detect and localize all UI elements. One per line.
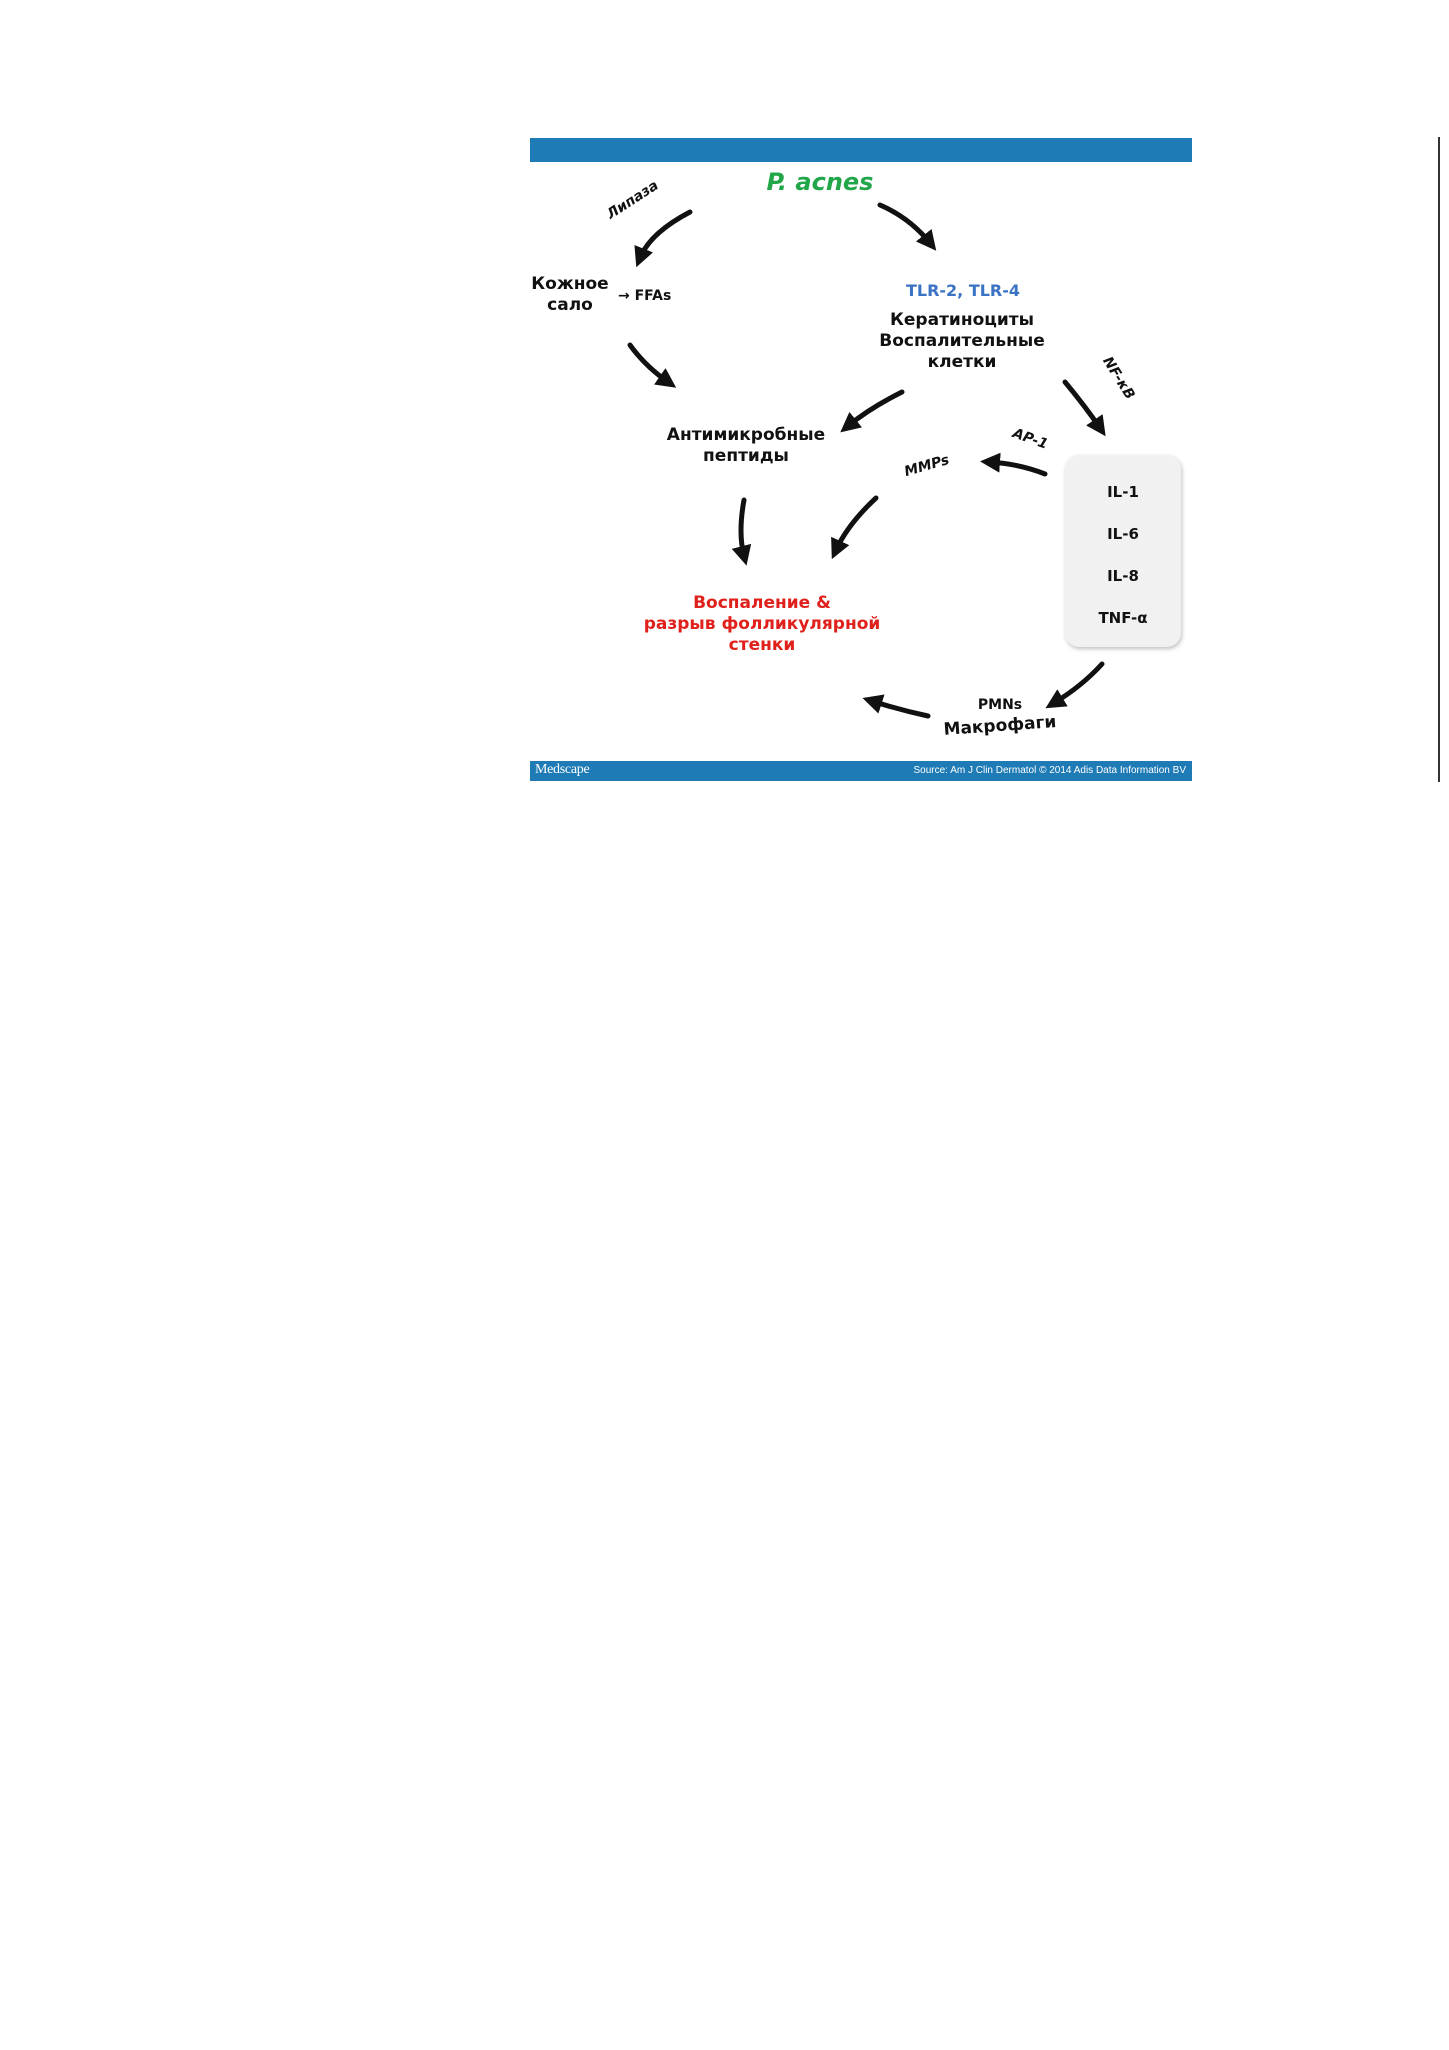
- slide-footer-bar: Medscape Source: Am J Clin Dermatol © 20…: [530, 761, 1192, 781]
- pmns-label: PMNs: [977, 697, 1023, 713]
- cytokine-item: IL-6: [1107, 525, 1139, 543]
- cytokine-item: IL-8: [1107, 567, 1139, 585]
- arrows-layer: [627, 202, 1106, 719]
- cytokine-item: TNF-α: [1098, 609, 1148, 627]
- arrow-sebum-to-antimicrobial: [627, 342, 677, 388]
- source-caption: Source: Am J Clin Dermatol © 2014 Adis D…: [913, 765, 1187, 776]
- keratinocytes-label: Кератиноциты Воспалительные клетки: [879, 310, 1045, 372]
- arrow-keratinocytes-to-antimicrobial: [840, 389, 905, 433]
- tlr-label: TLR-2, TLR-4: [905, 281, 1021, 300]
- pathogen-title: P. acnes: [766, 168, 874, 196]
- ffas-label: → FFAs: [618, 288, 672, 304]
- page-right-rule: [1438, 137, 1440, 782]
- arrow-pacnes-to-tlr: [877, 202, 937, 251]
- cytokine-item: IL-1: [1107, 483, 1139, 501]
- arrow-pmns-to-inflammation: [862, 694, 931, 719]
- medscape-logo: Medscape: [535, 762, 590, 777]
- slide-top-bar: [530, 138, 1192, 162]
- arrow-pacnes-to-sebum: [634, 209, 693, 268]
- sebum-label: Кожное сало: [531, 274, 609, 315]
- arrow-keratinocytes-to-cytokines: [1062, 379, 1106, 437]
- diagram-slide: P. acnes Липаза Кожное сало → FFAs TLR-2…: [530, 138, 1192, 781]
- arrow-cytokines-to-pmns: [1045, 661, 1105, 709]
- arrow-mmps-to-inflammation: [831, 495, 879, 560]
- antimicrobial-label: Антимикробные пептиды: [666, 425, 826, 466]
- arrow-cytokines-to-mmps: [980, 452, 1048, 477]
- arrow-antimicrobial-to-inflammation: [731, 497, 752, 566]
- inflammation-label: Воспаление & разрыв фолликулярной стенки: [643, 593, 881, 655]
